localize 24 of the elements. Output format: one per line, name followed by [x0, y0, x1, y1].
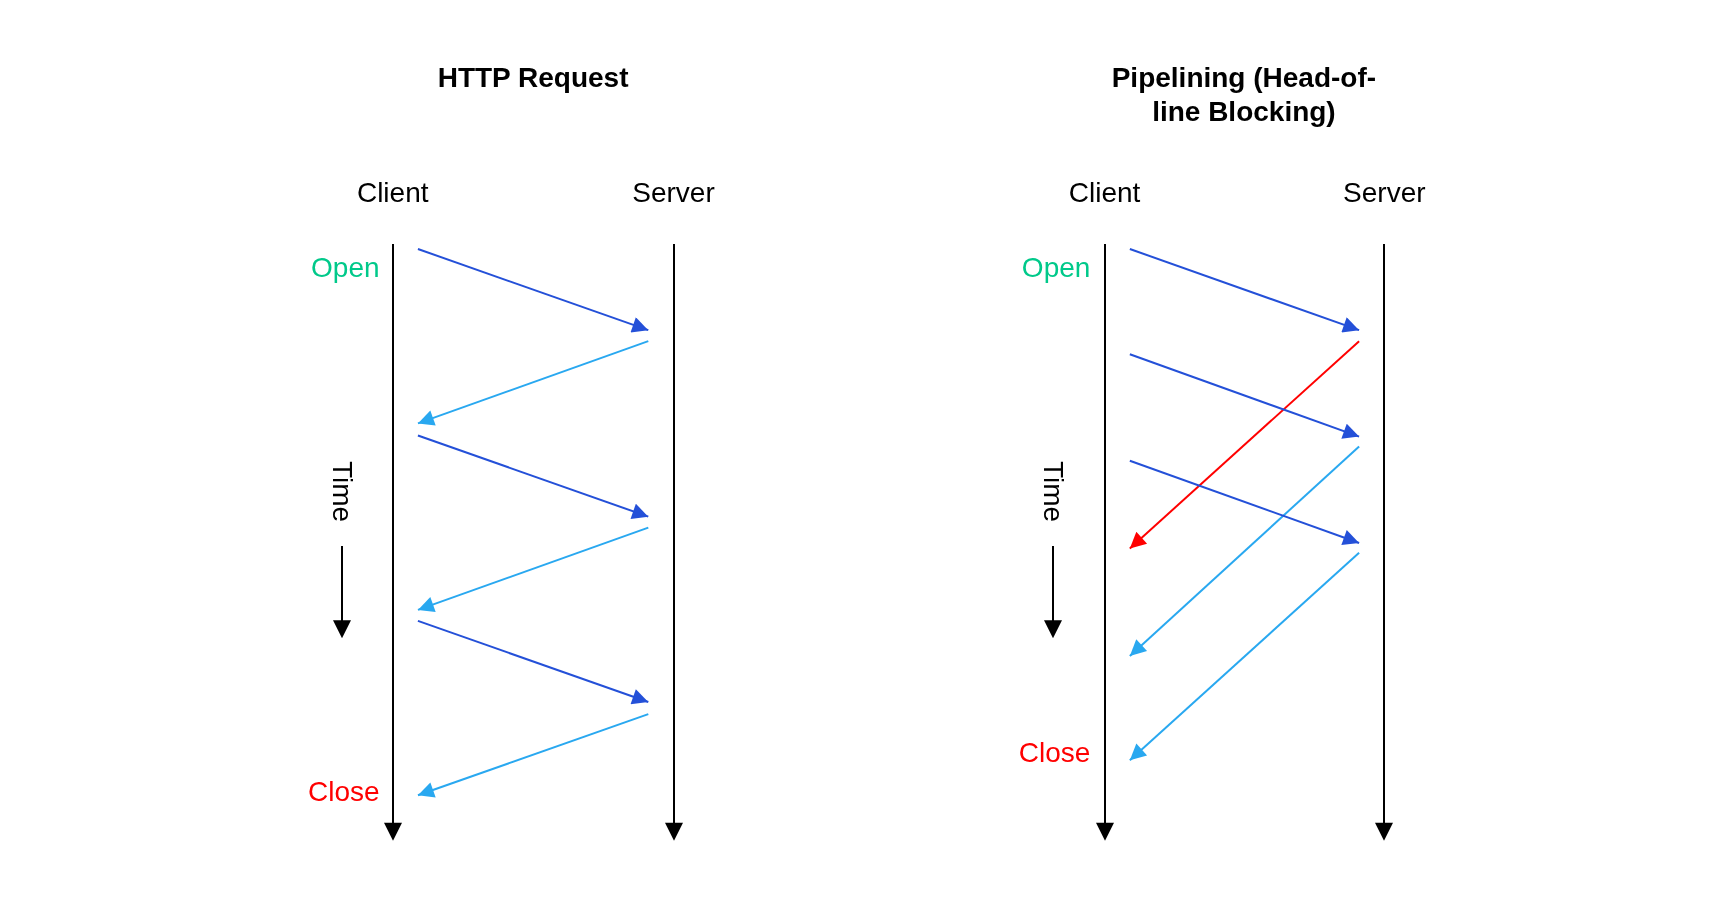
message-arrow: [416, 713, 650, 798]
axis-label: Time: [1037, 460, 1071, 522]
open-label: Open: [311, 250, 380, 285]
lifeline-label: Client: [1067, 175, 1142, 210]
lifeline-label: Server: [631, 175, 716, 210]
message-arrow: [1128, 551, 1361, 762]
panel-title: Pipelining (Head-of-line Blocking): [1110, 61, 1378, 130]
message-arrow: [1128, 340, 1361, 550]
message-arrow: [1128, 445, 1361, 657]
message-arrow: [1128, 353, 1361, 439]
message-arrow: [416, 526, 650, 613]
message-arrow: [416, 248, 650, 333]
lifeline-label: Client: [355, 175, 430, 210]
close-label: Close: [307, 775, 380, 809]
message-arrow: [416, 619, 650, 705]
open-label: Open: [1021, 250, 1091, 285]
axis-label: Time: [326, 460, 360, 522]
lifeline-label: Server: [1342, 175, 1427, 210]
message-arrow: [416, 340, 650, 426]
close-label: Close: [1018, 735, 1091, 770]
message-arrow: [416, 434, 650, 519]
message-arrow: [1128, 459, 1361, 546]
panel-title: HTTP Request: [436, 61, 630, 96]
message-arrow: [1128, 248, 1361, 333]
